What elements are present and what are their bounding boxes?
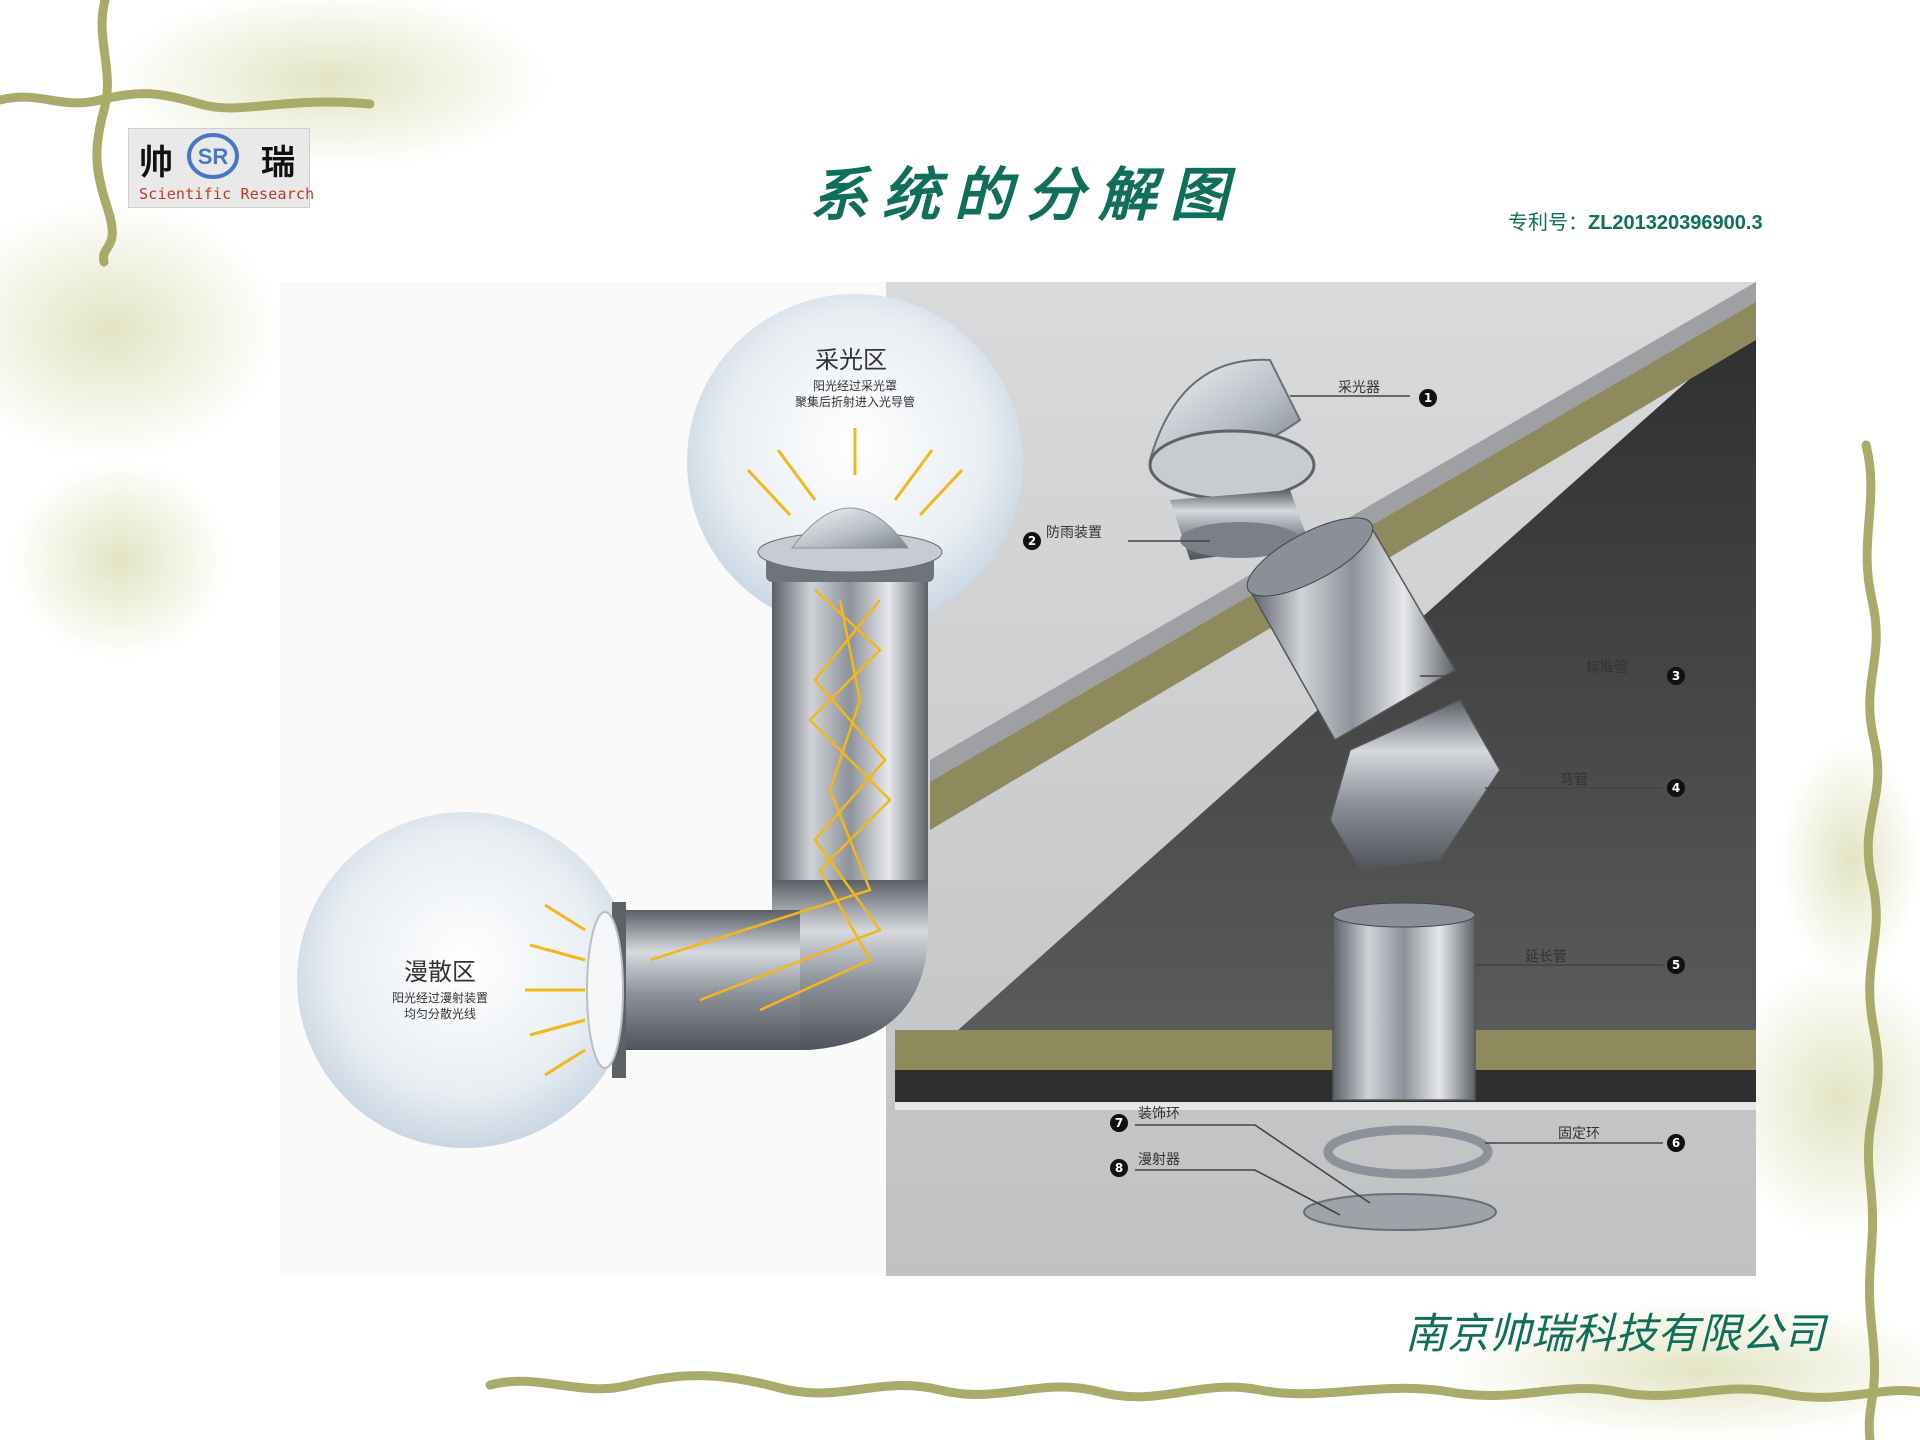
- blossom-wash: [1780, 740, 1920, 980]
- ceiling-board: [895, 1070, 1756, 1102]
- reflected-light-rays: [649, 589, 892, 1012]
- part-elbow: [1329, 699, 1501, 871]
- callout-markers: [1023, 389, 1685, 1177]
- blossom-wash: [10, 460, 230, 660]
- patent-prefix: 专利号：: [1508, 212, 1588, 234]
- part-label-7: 装饰环: [1138, 1106, 1180, 1122]
- collection-zone-title: 采光区: [815, 346, 887, 374]
- company-logo: 帅 SR 瑞 Scientific Research: [128, 128, 314, 208]
- part-label-2: 防雨装置: [1046, 525, 1102, 541]
- blossom-wash: [110, 0, 550, 170]
- logo-mark-text: SR: [198, 144, 229, 169]
- part-label-1: 采光器: [1338, 380, 1380, 396]
- outgoing-light-rays: [525, 903, 586, 1077]
- incoming-light-rays: [746, 428, 964, 517]
- vine: [1861, 440, 1883, 1440]
- company-name: 南京帅瑞科技有限公司: [1405, 1312, 1826, 1358]
- callout-number-1: 1: [1424, 391, 1432, 405]
- vine: [92, 0, 117, 267]
- logo-subtitle: Scientific Research: [139, 185, 315, 203]
- ceiling-insulation: [895, 1030, 1756, 1070]
- assembled-diffuser-lens: [586, 911, 624, 1069]
- patent-number: 专利号：ZL201320396900.3: [1508, 206, 1763, 235]
- part-fixing-ring: [1323, 1125, 1493, 1179]
- ceiling-surface: [895, 1102, 1756, 1110]
- callout-number-2: 2: [1028, 534, 1036, 548]
- part-label-3: 标准管: [1586, 660, 1628, 676]
- assembled-horizontal-tube: [620, 910, 800, 1050]
- page-title: 系统的分解图: [810, 161, 1243, 229]
- callout-number-3: 3: [1672, 669, 1680, 683]
- callout-number-4: 4: [1672, 781, 1680, 795]
- collection-zone-line2: 聚集后折射进入光导管: [795, 394, 915, 409]
- logo-left-char: 帅: [139, 143, 173, 183]
- vine: [485, 1371, 1920, 1402]
- part-flashing-base: [1180, 522, 1300, 558]
- part-extension-tube-top: [1332, 902, 1476, 928]
- part-extension-tube: [1332, 914, 1476, 1101]
- blossom-wash: [0, 200, 280, 460]
- callout-number-6: 6: [1672, 1136, 1680, 1150]
- assembled-dome: [791, 507, 909, 549]
- part-standard-tube-top: [1246, 517, 1374, 597]
- collection-zone-line1: 阳光经过采光罩: [813, 379, 897, 393]
- callout-number-7: 7: [1115, 1116, 1123, 1130]
- patent-value: ZL201320396900.3: [1588, 212, 1763, 234]
- callout-lines: [1128, 395, 1663, 1216]
- diffusion-zone-line2: 均匀分散光线: [404, 1006, 476, 1021]
- sr-logo-icon: SR: [187, 133, 239, 179]
- logo-right-char: 瑞: [261, 143, 295, 183]
- blossom-wash: [1440, 1300, 1920, 1440]
- vine: [0, 89, 375, 113]
- part-label-4: 弯管: [1560, 771, 1588, 788]
- diffusion-zone-bubble: [297, 812, 633, 1148]
- part-label-6: 固定环: [1558, 1126, 1600, 1142]
- part-label-8: 漫射器: [1138, 1152, 1180, 1168]
- part-diffuser-lens: [1303, 1193, 1497, 1231]
- diffusion-zone-line1: 阳光经过漫射装置: [392, 990, 488, 1005]
- part-flashing-ring: [1148, 429, 1316, 501]
- part-label-5: 延长管: [1525, 949, 1567, 965]
- callout-number-5: 5: [1672, 958, 1680, 972]
- diffusion-zone-title: 漫散区: [404, 958, 476, 986]
- callout-number-8: 8: [1115, 1161, 1123, 1175]
